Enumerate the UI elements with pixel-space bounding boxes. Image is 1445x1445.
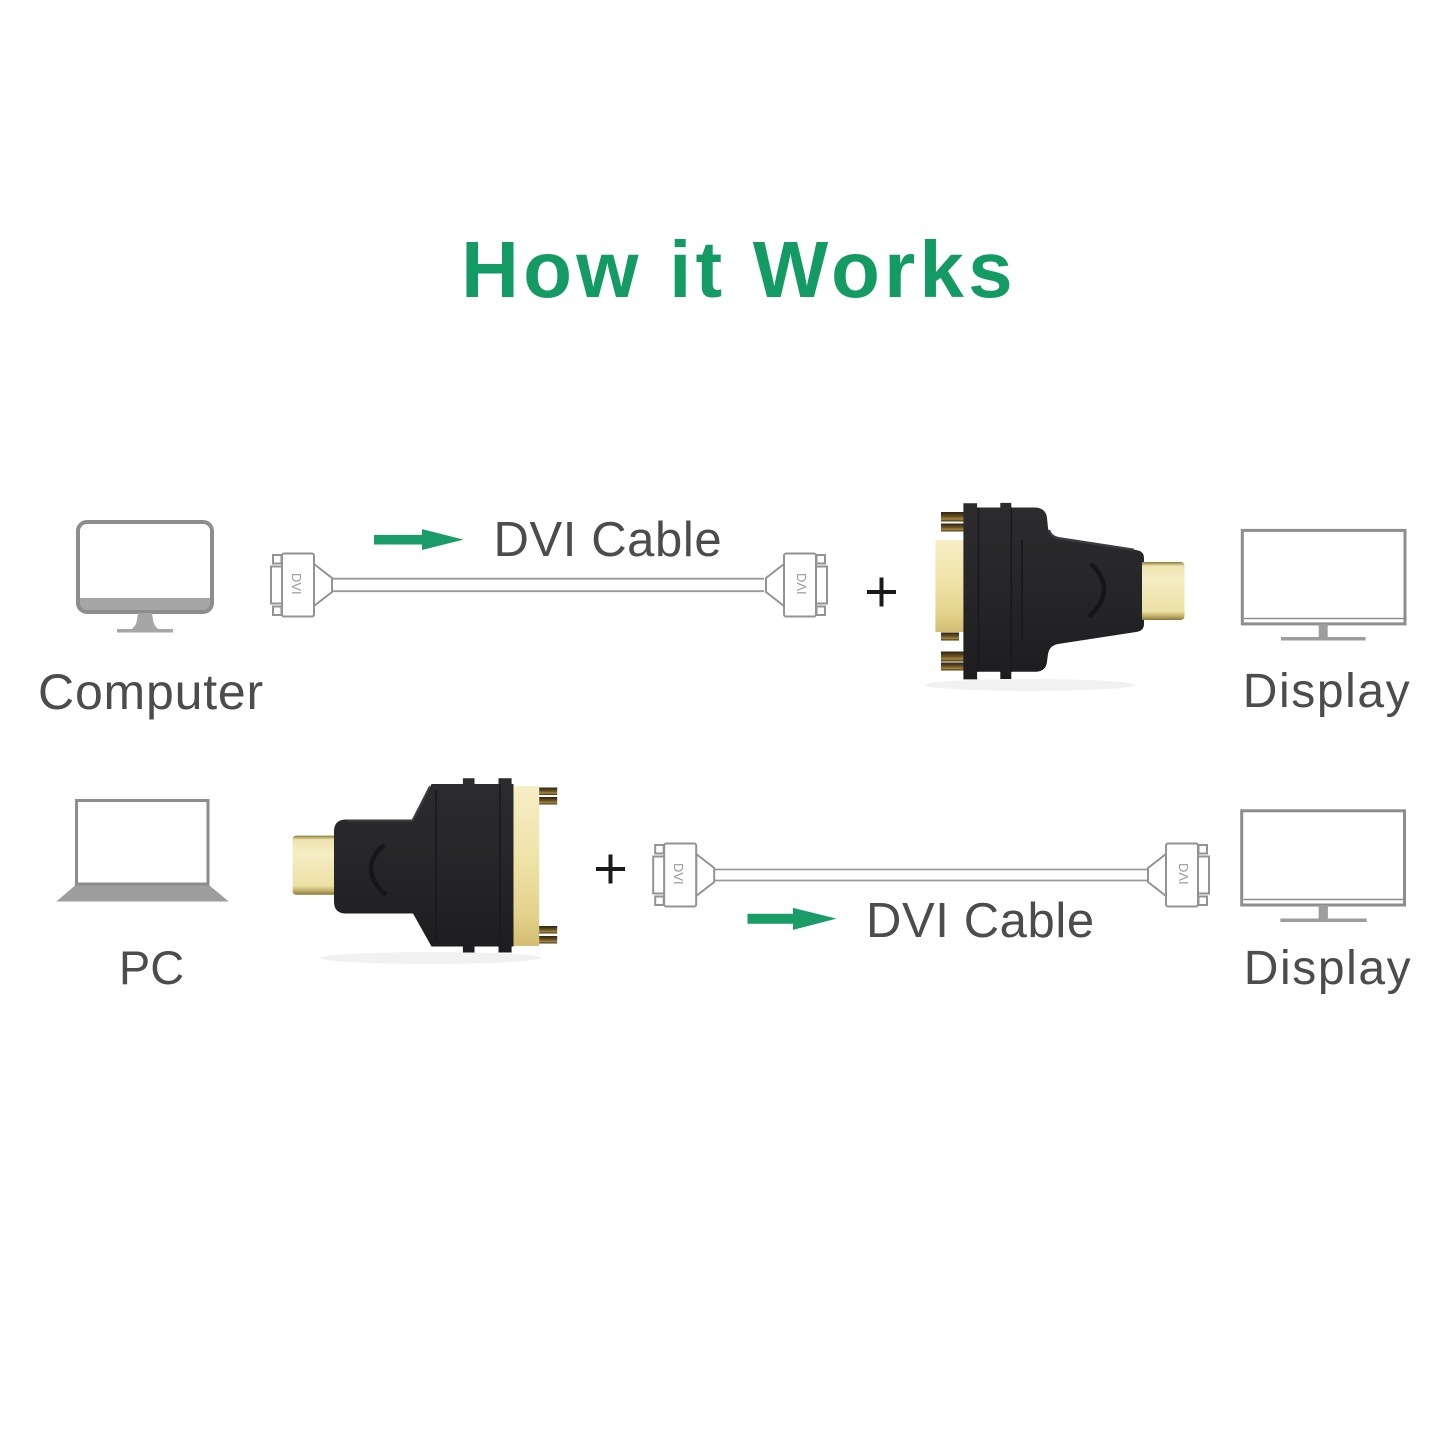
svg-text:Display: Display: [1243, 665, 1412, 718]
svg-text:Computer: Computer: [38, 664, 264, 720]
svg-text:Display: Display: [1244, 942, 1413, 995]
svg-text:DVI Cable: DVI Cable: [494, 513, 723, 567]
svg-text:PC: PC: [119, 941, 184, 994]
svg-text:How it Works: How it Works: [461, 225, 1017, 314]
svg-text:DVI Cable: DVI Cable: [866, 894, 1095, 948]
